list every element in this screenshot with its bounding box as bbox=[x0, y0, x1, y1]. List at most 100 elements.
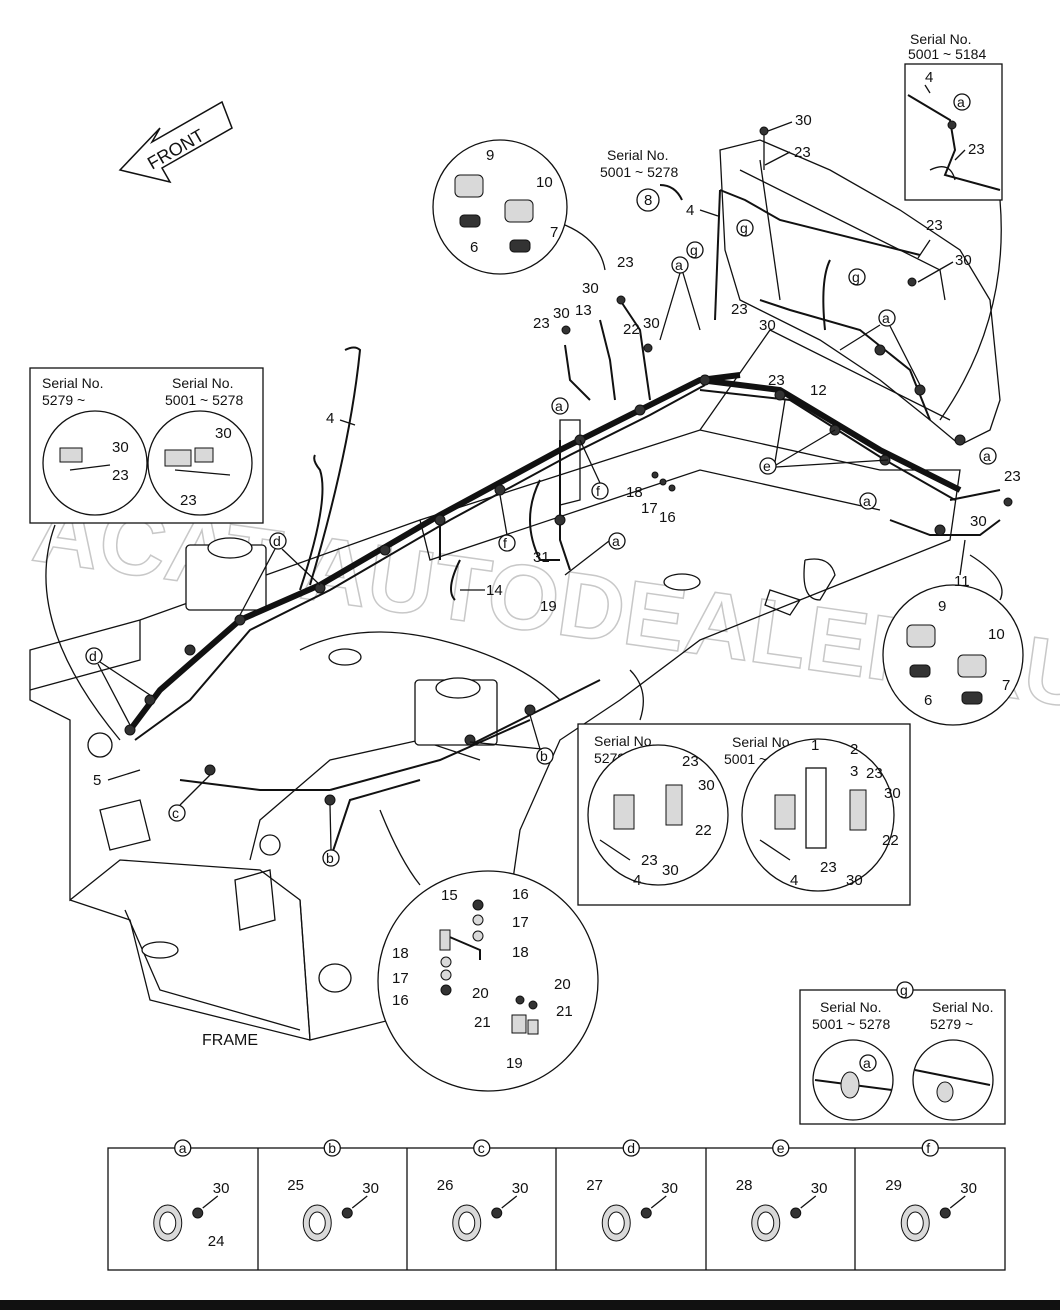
clamp-part-number: 25 bbox=[287, 1177, 304, 1194]
svg-text:5001 ~ 5184: 5001 ~ 5184 bbox=[908, 46, 986, 62]
svg-text:g: g bbox=[900, 982, 908, 998]
svg-text:31: 31 bbox=[533, 549, 550, 566]
svg-text:Serial No.: Serial No. bbox=[172, 375, 233, 391]
svg-text:23: 23 bbox=[533, 315, 550, 332]
svg-text:18: 18 bbox=[626, 484, 643, 501]
svg-text:23: 23 bbox=[968, 141, 985, 158]
svg-text:a: a bbox=[675, 257, 683, 273]
svg-text:30: 30 bbox=[955, 252, 972, 269]
bolt-leader bbox=[650, 1195, 667, 1209]
svg-text:30: 30 bbox=[112, 439, 129, 456]
bolt-number: 30 bbox=[811, 1180, 828, 1197]
frame-label: FRAME bbox=[202, 1032, 258, 1049]
bolt-icon bbox=[341, 1207, 353, 1219]
bolt-number: 30 bbox=[661, 1180, 678, 1197]
svg-text:a: a bbox=[612, 533, 620, 549]
svg-text:a: a bbox=[555, 398, 563, 414]
svg-text:a: a bbox=[882, 310, 890, 326]
svg-text:f: f bbox=[503, 535, 507, 551]
svg-text:23: 23 bbox=[866, 765, 883, 782]
svg-text:Serial No.: Serial No. bbox=[607, 147, 668, 163]
svg-text:16: 16 bbox=[659, 509, 676, 526]
svg-text:a: a bbox=[863, 493, 871, 509]
svg-text:16: 16 bbox=[392, 992, 409, 1009]
inset-serial-5001-5184: Serial No. 5001 ~ 5184 4 a 23 bbox=[904, 31, 1003, 421]
clamp-part-number: 24 bbox=[208, 1233, 225, 1250]
bolt-icon bbox=[790, 1207, 802, 1219]
clamp-part-number: 27 bbox=[586, 1177, 603, 1194]
bolt-icon bbox=[640, 1207, 652, 1219]
inset-connectors-top: 9 10 6 7 bbox=[432, 139, 606, 275]
svg-text:17: 17 bbox=[512, 914, 529, 931]
svg-text:17: 17 bbox=[641, 500, 658, 517]
svg-text:23: 23 bbox=[112, 467, 129, 484]
clamp-letter-badge bbox=[622, 1139, 640, 1157]
svg-text:30: 30 bbox=[795, 112, 812, 129]
svg-text:30: 30 bbox=[846, 872, 863, 889]
svg-text:22: 22 bbox=[882, 832, 899, 849]
svg-text:19: 19 bbox=[540, 598, 557, 615]
inset-left-serial: Serial No. 5279 ~ Serial No. 5001 ~ 5278… bbox=[29, 367, 264, 741]
inset-bracket-serial: Serial No. 5279 ~ Serial No. 5001 ~ 5278… bbox=[577, 669, 911, 906]
svg-text:9: 9 bbox=[486, 147, 494, 164]
svg-text:15: 15 bbox=[441, 887, 458, 904]
bolt-leader bbox=[949, 1195, 966, 1209]
inset-bolt-assembly: 15 16 17 18 18 17 16 20 20 21 21 19 bbox=[377, 809, 599, 1092]
svg-text:30: 30 bbox=[759, 317, 776, 334]
bottom-border bbox=[0, 1300, 1060, 1310]
svg-text:30: 30 bbox=[215, 425, 232, 442]
svg-text:23: 23 bbox=[682, 753, 699, 770]
front-arrow: FRONT bbox=[118, 100, 233, 184]
svg-text:8: 8 bbox=[644, 192, 652, 209]
svg-text:4: 4 bbox=[686, 202, 694, 219]
clamp-hole bbox=[308, 1211, 326, 1235]
svg-text:Serial No.: Serial No. bbox=[910, 31, 971, 47]
svg-text:c: c bbox=[172, 805, 179, 821]
svg-text:a: a bbox=[957, 94, 965, 110]
bolt-icon bbox=[491, 1207, 503, 1219]
svg-text:23: 23 bbox=[926, 217, 943, 234]
svg-text:20: 20 bbox=[554, 976, 571, 993]
clamp-letter-badge bbox=[174, 1139, 192, 1157]
svg-text:22: 22 bbox=[623, 321, 640, 338]
svg-text:30: 30 bbox=[698, 777, 715, 794]
bolt-number: 30 bbox=[960, 1180, 977, 1197]
svg-text:5001 ~ 5278: 5001 ~ 5278 bbox=[812, 1016, 890, 1032]
svg-text:23: 23 bbox=[794, 144, 811, 161]
bolt-number: 30 bbox=[213, 1180, 230, 1197]
svg-text:7: 7 bbox=[1002, 677, 1010, 694]
clamp-letter: e bbox=[777, 1140, 785, 1156]
clamp-letter-badge bbox=[772, 1139, 790, 1157]
svg-text:4: 4 bbox=[925, 69, 933, 86]
bolt-number: 30 bbox=[512, 1180, 529, 1197]
bolt-leader bbox=[501, 1195, 518, 1209]
svg-text:10: 10 bbox=[988, 626, 1005, 643]
svg-text:13: 13 bbox=[575, 302, 592, 319]
clamp-hole bbox=[757, 1211, 775, 1235]
svg-text:a: a bbox=[863, 1055, 871, 1071]
svg-text:30: 30 bbox=[970, 513, 987, 530]
svg-text:3: 3 bbox=[850, 763, 858, 780]
frame-body bbox=[29, 419, 961, 1041]
svg-text:d: d bbox=[89, 648, 97, 664]
svg-text:21: 21 bbox=[556, 1003, 573, 1020]
svg-text:30: 30 bbox=[582, 280, 599, 297]
svg-text:30: 30 bbox=[643, 315, 660, 332]
clamp-letter: a bbox=[179, 1140, 187, 1156]
svg-text:30: 30 bbox=[884, 785, 901, 802]
svg-text:4: 4 bbox=[326, 410, 334, 427]
clamp-hole bbox=[458, 1211, 476, 1235]
clamp-table bbox=[107, 1147, 1006, 1271]
svg-text:b: b bbox=[540, 748, 548, 764]
svg-text:6: 6 bbox=[924, 692, 932, 709]
svg-text:23: 23 bbox=[768, 372, 785, 389]
svg-text:g: g bbox=[740, 220, 748, 236]
clamp-letter-badge bbox=[323, 1139, 341, 1157]
svg-text:4: 4 bbox=[790, 872, 798, 889]
